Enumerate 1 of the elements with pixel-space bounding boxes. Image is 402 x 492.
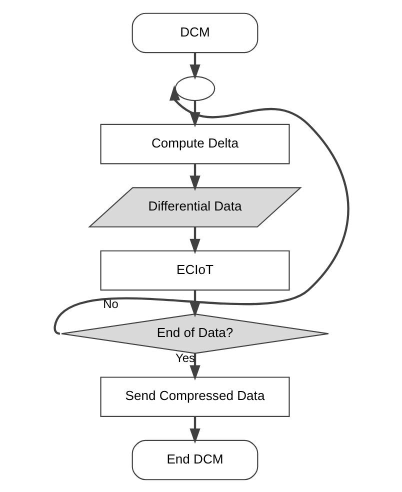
edge-label: No xyxy=(102,296,118,310)
